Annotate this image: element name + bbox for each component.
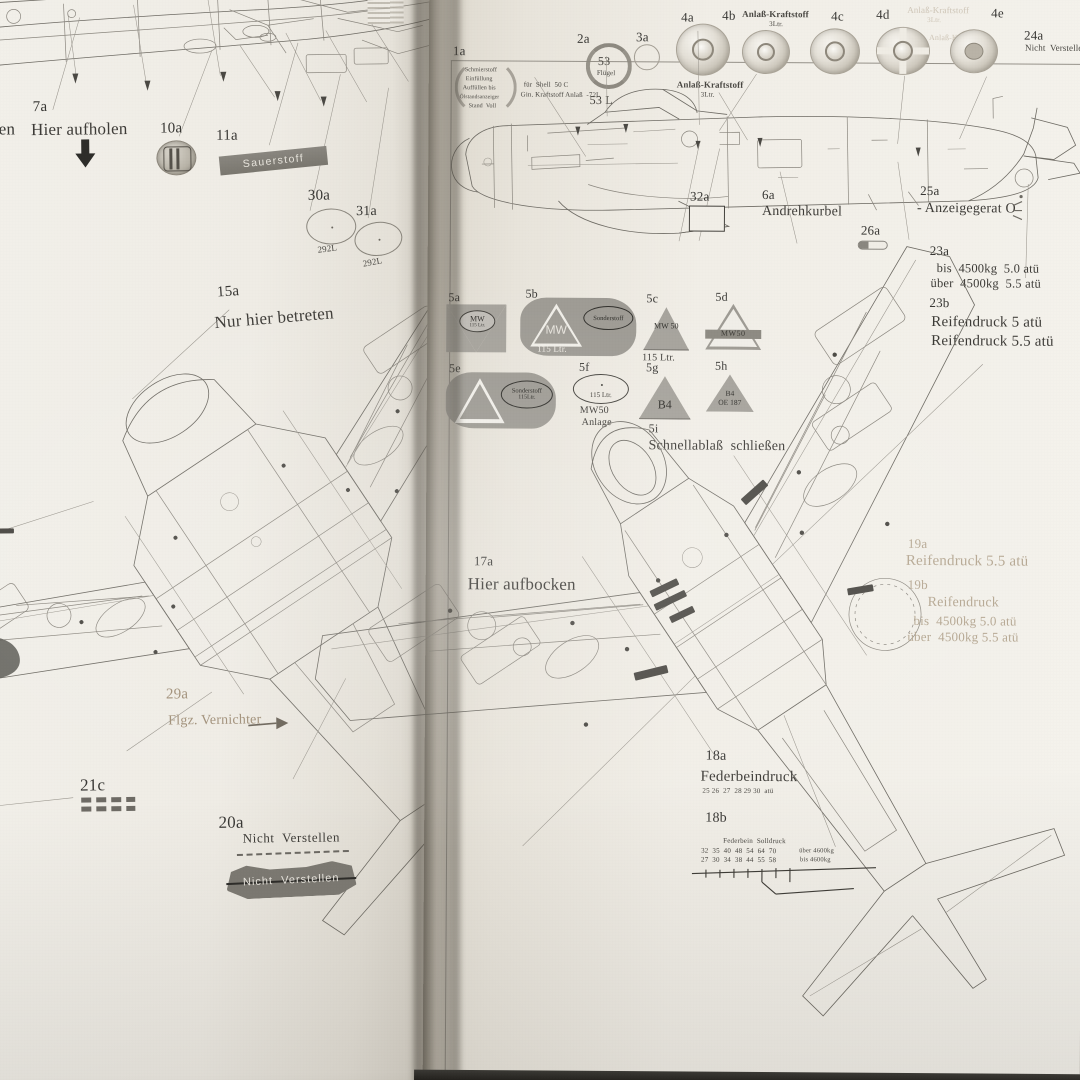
left-label-10a-number: 10a — [159, 120, 183, 137]
left-label-21c-number: 21c — [79, 775, 106, 795]
text-19a: Reifendruck 5.5 atü — [905, 552, 1029, 570]
text-18b-title: Federbein Solldruck — [723, 836, 786, 846]
left-placard-sauerstoff-text: Sauerstoff — [242, 151, 305, 170]
text-19b-line1: bis 4500kg 5.0 atü — [913, 612, 1017, 629]
right-page-side-view-linework — [451, 30, 1080, 279]
left-stencil-21c — [81, 796, 136, 816]
left-label-11a-number: 11a — [216, 127, 238, 144]
left-placard-nicht-verstellen: Nicht Verstellen — [225, 860, 356, 900]
label-18a: 18a — [705, 748, 727, 764]
right-page-plan-view-linework — [314, 246, 1066, 1017]
left-page-corner-print — [367, 0, 404, 25]
left-label-7a-number: 7a — [32, 98, 48, 116]
label-17a: 17a — [473, 553, 494, 569]
left-label-31a-number: 31a — [355, 203, 377, 220]
label-19b: 19b — [907, 576, 928, 593]
text-19b-title: Reifendruck — [927, 595, 1000, 611]
left-page: fbocken 7a Hier aufholen 10a 11a Sauerst… — [0, 0, 586, 1080]
text-17a: Hier aufbocken — [467, 574, 576, 594]
left-label-7a-text: Hier aufholen — [30, 118, 128, 140]
left-label-29a-text: Flgz. Vernichter — [168, 712, 262, 729]
left-text-nicht-verstellen: Nicht Verstellen — [242, 829, 341, 846]
text-18b-row2: 27 30 34 38 44 55 58 — [700, 855, 777, 865]
left-label-partial-aufbocken: fbocken — [0, 119, 16, 140]
text-18b-row2-note: bis 4600kg — [800, 856, 831, 864]
text-18a-scale: 25 26 27 28 29 30 atü — [702, 786, 774, 796]
left-label-30a-number: 30a — [307, 187, 331, 204]
left-label-20a-number: 20a — [218, 812, 244, 832]
text-18b-row1-note: über 4600kg — [799, 847, 834, 855]
book-gutter-shadow — [414, 0, 460, 1080]
text-18b-row1: 32 35 40 48 54 64 70 — [701, 846, 777, 856]
text-18a-title: Federbeindruck — [700, 768, 798, 786]
left-label-29a-number: 29a — [165, 686, 189, 703]
label-19a: 19a — [907, 535, 928, 552]
label-18b: 18b — [705, 810, 727, 826]
text-19b-line2: über 4500kg 5.5 atü — [907, 628, 1019, 645]
left-label-15a-number: 15a — [216, 283, 240, 301]
right-page: 4a 4b Anlaß-Kraftstoff 3Ltr. 4c 4d 4e An… — [314, 0, 1080, 1080]
